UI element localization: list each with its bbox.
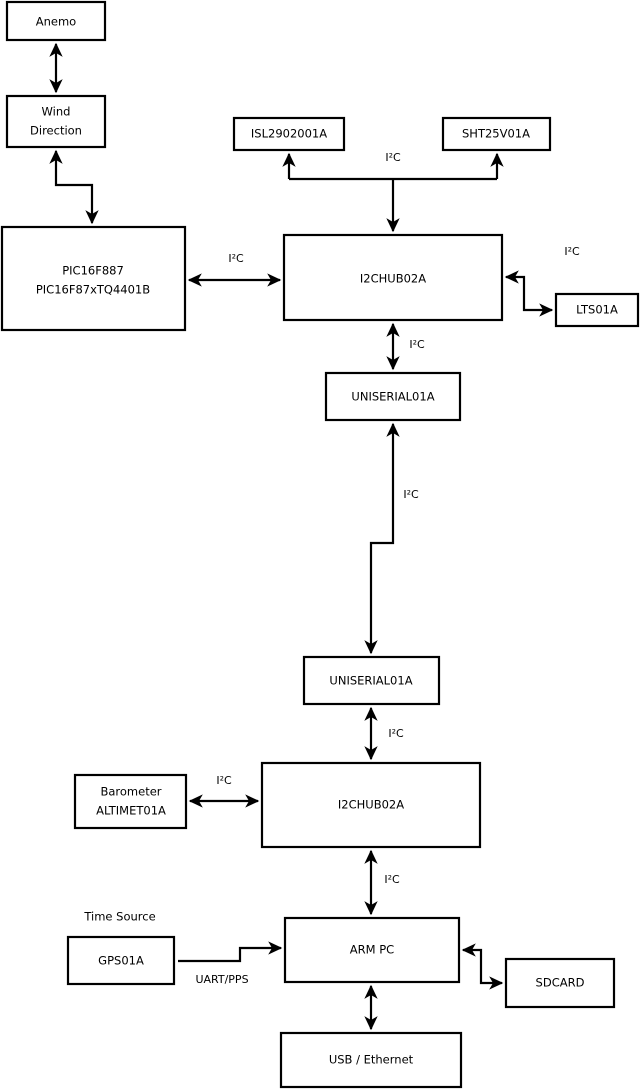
node-isl2902001a[interactable]: ISL2902001A xyxy=(232,116,346,152)
node-box-isl2902001a[interactable] xyxy=(232,116,346,152)
node-label-i2chub02a-top: I2CHUB02A xyxy=(360,272,426,286)
node-sdcard[interactable]: SDCARD xyxy=(504,957,616,1009)
node-label-i2chub02a-bottom: I2CHUB02A xyxy=(338,798,404,812)
node-box-uniserial01a-top[interactable] xyxy=(324,371,462,422)
node-box-lts01a[interactable] xyxy=(554,292,640,328)
edge-armpc-sdcard xyxy=(461,943,504,990)
node-box-sht25v01a[interactable] xyxy=(441,116,552,152)
node-uniserial01a-top[interactable]: UNISERIAL01A xyxy=(324,371,462,422)
edge-label-gps-armpc: UART/PPS xyxy=(195,973,248,986)
node-wind-direction[interactable]: Wind Direction xyxy=(5,94,107,149)
edge-line-armpc-sdcard xyxy=(461,943,504,990)
edge-pic-hub: I²C xyxy=(187,252,282,287)
node-label-lts01a: LTS01A xyxy=(576,303,618,317)
node-box-sdcard[interactable] xyxy=(504,957,616,1009)
node-label-wind-direction-line1: Wind xyxy=(42,105,71,119)
node-label-barometer-line1: Barometer xyxy=(100,785,161,799)
node-box-i2chub02a-top[interactable] xyxy=(282,233,504,322)
node-anemo[interactable]: Anemo xyxy=(5,0,107,42)
node-i2chub02a-top[interactable]: I2CHUB02A xyxy=(282,233,504,322)
node-arm-pc[interactable]: ARM PC xyxy=(283,916,461,984)
node-box-pic-mcu[interactable] xyxy=(0,225,187,332)
edge-label-uniserial-hub2: I²C xyxy=(388,727,404,740)
node-barometer[interactable]: Barometer ALTIMET01A xyxy=(73,773,188,830)
node-box-usb-ethernet[interactable] xyxy=(279,1031,463,1089)
node-label-sdcard: SDCARD xyxy=(536,976,585,990)
edge-label-hub-sensors: I²C xyxy=(385,151,401,164)
edge-label-hub2-armpc: I²C xyxy=(384,873,400,886)
edge-line-wind-pic xyxy=(49,149,99,225)
node-box-wind-direction[interactable] xyxy=(5,94,107,149)
node-sht25v01a[interactable]: SHT25V01A xyxy=(441,116,552,152)
edge-hub2-armpc: I²C xyxy=(364,849,400,916)
node-box-uniserial01a-bottom[interactable] xyxy=(302,655,441,706)
edge-gps-armpc: UART/PPS xyxy=(178,941,283,986)
node-label-gps01a: GPS01A xyxy=(98,954,144,968)
edge-hub-sensors: I²C xyxy=(282,151,504,233)
node-box-barometer[interactable] xyxy=(73,773,188,830)
node-label-pic-mcu-line1: PIC16F887 xyxy=(62,264,124,278)
node-box-i2chub02a-bottom[interactable] xyxy=(260,761,482,849)
edge-label-barometer-hub2: I²C xyxy=(216,774,232,787)
edge-label-uniserial-link: I²C xyxy=(403,488,419,501)
edge-barometer-hub2: I²C xyxy=(188,774,260,808)
edge-uniserial-hub2: I²C xyxy=(364,706,404,761)
node-box-anemo[interactable] xyxy=(5,0,107,42)
edge-uniserial-link: I²C xyxy=(364,422,419,655)
node-pic-mcu[interactable]: PIC16F887 PIC16F87xTQ4401B xyxy=(0,225,187,332)
node-label-isl2902001a: ISL2902001A xyxy=(251,127,327,141)
node-label-arm-pc: ARM PC xyxy=(350,943,394,957)
node-label-uniserial01a-top: UNISERIAL01A xyxy=(351,390,434,404)
edge-label-hub-uniserial: I²C xyxy=(409,338,425,351)
node-label-wind-direction-line2: Direction xyxy=(30,124,82,138)
edge-label-pic-hub: I²C xyxy=(228,252,244,265)
node-label-pic-mcu-line2: PIC16F87xTQ4401B xyxy=(36,283,150,297)
edge-line-hub-lts xyxy=(504,270,554,317)
node-uniserial01a-bottom[interactable]: UNISERIAL01A xyxy=(302,655,441,706)
node-label-uniserial01a-bottom: UNISERIAL01A xyxy=(329,674,412,688)
node-label-anemo: Anemo xyxy=(36,15,76,29)
node-box-gps01a[interactable] xyxy=(66,935,176,986)
edge-label-hub-lts: I²C xyxy=(564,245,580,258)
edge-hub-uniserial: I²C xyxy=(386,322,425,371)
edge-hub-lts: I²C xyxy=(504,245,580,317)
node-label-barometer-line2: ALTIMET01A xyxy=(96,804,166,818)
node-label-usb-ethernet: USB / Ethernet xyxy=(329,1053,414,1067)
edge-line-uniserial-link xyxy=(364,422,400,655)
edge-line-gps-armpc xyxy=(178,941,283,963)
node-i2chub02a-bottom[interactable]: I2CHUB02A xyxy=(260,761,482,849)
node-gps01a[interactable]: GPS01A xyxy=(66,935,176,986)
node-label-sht25v01a: SHT25V01A xyxy=(462,127,530,141)
label-time-source: Time Source xyxy=(83,910,155,924)
node-box-arm-pc[interactable] xyxy=(283,916,461,984)
edge-wind-pic xyxy=(49,149,99,225)
node-lts01a[interactable]: LTS01A xyxy=(554,292,640,328)
node-usb-ethernet[interactable]: USB / Ethernet xyxy=(279,1031,463,1089)
